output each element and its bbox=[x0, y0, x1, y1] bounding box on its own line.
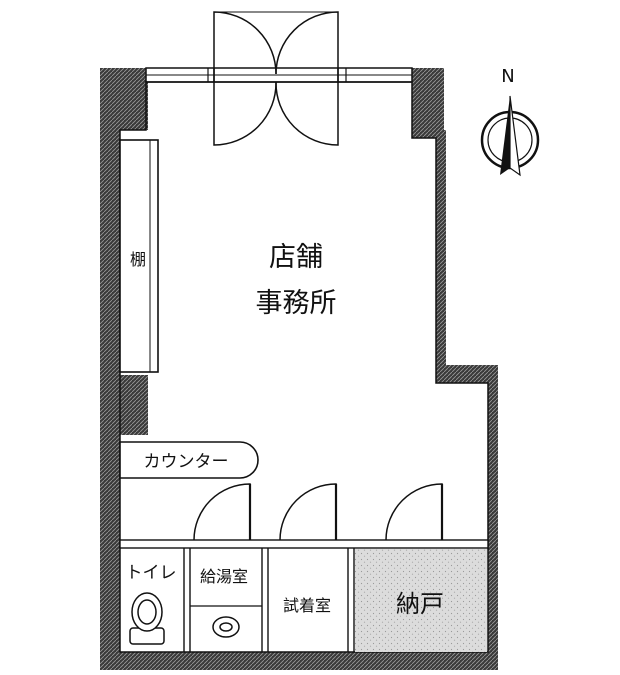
room-label-storage: 納戸 bbox=[396, 590, 444, 618]
wall-bottom bbox=[100, 652, 498, 670]
sink-fixture bbox=[212, 616, 240, 638]
room-label-toilet: トイレ bbox=[126, 563, 177, 583]
room-label-main-line2: 事務所 bbox=[256, 288, 337, 319]
front-window bbox=[145, 67, 413, 83]
door-fitting-room bbox=[279, 483, 337, 541]
wall-right-step bbox=[436, 365, 498, 383]
room-label-shelf: 棚 bbox=[130, 250, 146, 269]
counter bbox=[119, 441, 259, 479]
wall-right-upper bbox=[436, 130, 446, 370]
wall-left bbox=[100, 68, 120, 670]
room-label-kitchenette: 給湯室 bbox=[200, 567, 248, 586]
compass-north-label: N bbox=[501, 66, 514, 87]
pillar-top-left bbox=[100, 68, 148, 130]
storage-floor bbox=[355, 549, 487, 652]
door-storage bbox=[385, 483, 443, 541]
toilet-fixture bbox=[129, 592, 165, 645]
pillar-top-right bbox=[412, 68, 444, 138]
door-kitchenette bbox=[193, 483, 251, 541]
shelf bbox=[119, 139, 159, 373]
partition-walls bbox=[119, 539, 489, 652]
compass-icon: N bbox=[480, 66, 540, 177]
entrance-doors bbox=[213, 11, 339, 146]
wall-right-lower bbox=[488, 365, 498, 670]
room-label-counter: カウンター bbox=[144, 452, 229, 472]
room-label-main-line1: 店舗 bbox=[269, 242, 323, 273]
pillar-left-mid bbox=[100, 375, 148, 435]
outer-walls bbox=[100, 68, 498, 670]
room-doors bbox=[193, 483, 444, 541]
room-label-fitting-room: 試着室 bbox=[283, 596, 331, 615]
